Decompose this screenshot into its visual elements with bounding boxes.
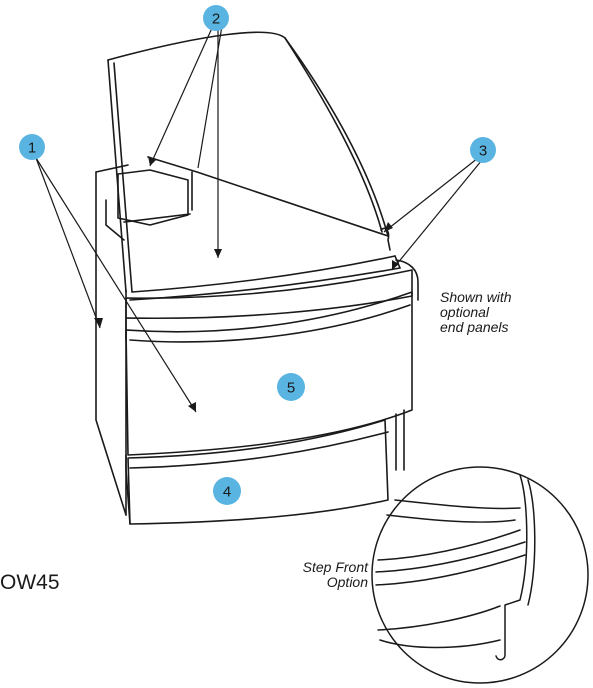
callout-number-3: 3 [479, 143, 487, 160]
callout-badge-3 [470, 137, 496, 163]
callout-badge-4 [213, 477, 241, 505]
leader-line-1 [35, 157, 101, 329]
callout-badge-1 [19, 134, 45, 160]
callout-5: 5 [277, 373, 305, 401]
callout-number-5: 5 [287, 380, 295, 397]
callout-number-4: 4 [223, 484, 231, 501]
caption-line: optional [440, 304, 490, 320]
callout-badge-2 [203, 5, 229, 31]
callout-3: 3 [470, 137, 496, 163]
curved-glass-panel [107, 31, 389, 237]
callout-2: 2 [203, 5, 229, 31]
caption-line: Shown with [440, 289, 512, 305]
caption-line: Option [326, 574, 368, 590]
display-shelf [131, 255, 396, 293]
callout-1: 1 [19, 134, 45, 160]
caption-line: end panels [440, 319, 509, 335]
callout-number-1: 1 [28, 140, 36, 157]
callout-badge-5 [277, 373, 305, 401]
caption-line: Step Front [302, 559, 368, 575]
left-end-panel [95, 171, 127, 516]
callout-number-2: 2 [212, 11, 220, 28]
model-label: OW45 [0, 571, 60, 594]
base-kickplate [127, 419, 389, 525]
end-panels-caption: Shown with optional end panels [440, 290, 560, 335]
step-front-detail [371, 466, 589, 684]
leader-line-3 [383, 157, 479, 233]
step-front-caption: Step Front Option [280, 560, 368, 590]
leader-line-2 [149, 27, 213, 167]
front-panel [125, 291, 413, 456]
callout-4: 4 [213, 477, 241, 505]
